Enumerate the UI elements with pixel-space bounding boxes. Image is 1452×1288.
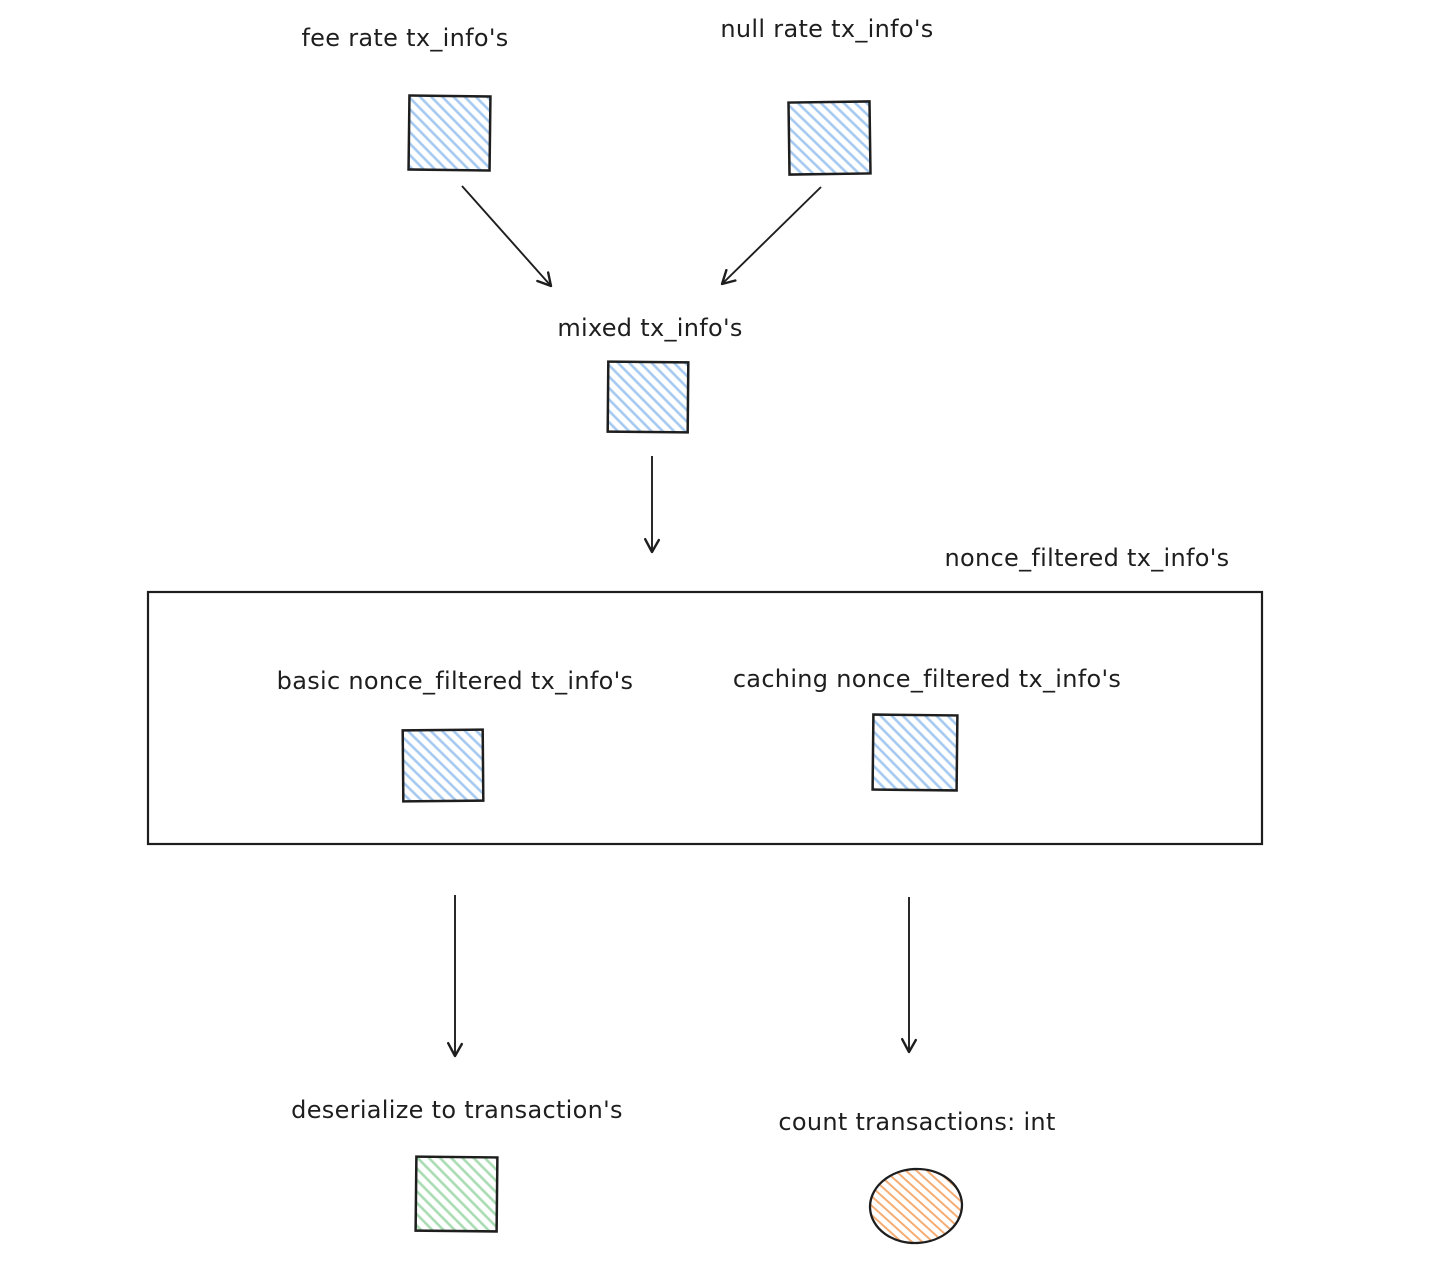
mixed-label: mixed tx_info's (557, 314, 743, 342)
basic-nonce-filtered-label: basic nonce_filtered tx_info's (276, 667, 634, 695)
deserialize-square (414, 1155, 499, 1233)
fee-rate-label: fee rate tx_info's (301, 24, 509, 52)
nonce-filtered-container-rect (146, 590, 1264, 846)
null-rate-square (787, 100, 872, 176)
fee-rate-square (407, 94, 492, 172)
nonce-filtered-label: nonce_filtered tx_info's (944, 544, 1230, 572)
arrow-null-to-mixed (720, 186, 822, 286)
arrow-fee-to-mixed (461, 185, 553, 288)
mixed-square (606, 360, 690, 434)
caching-nonce-filtered-square (871, 713, 959, 792)
basic-nonce-filtered-square (401, 728, 485, 803)
count-ellipse (868, 1167, 964, 1245)
deserialize-label: deserialize to transaction's (291, 1096, 623, 1124)
caching-nonce-filtered-label: caching nonce_filtered tx_info's (732, 665, 1122, 693)
null-rate-label: null rate tx_info's (720, 15, 934, 43)
count-transactions-label: count transactions: int (778, 1108, 1056, 1136)
